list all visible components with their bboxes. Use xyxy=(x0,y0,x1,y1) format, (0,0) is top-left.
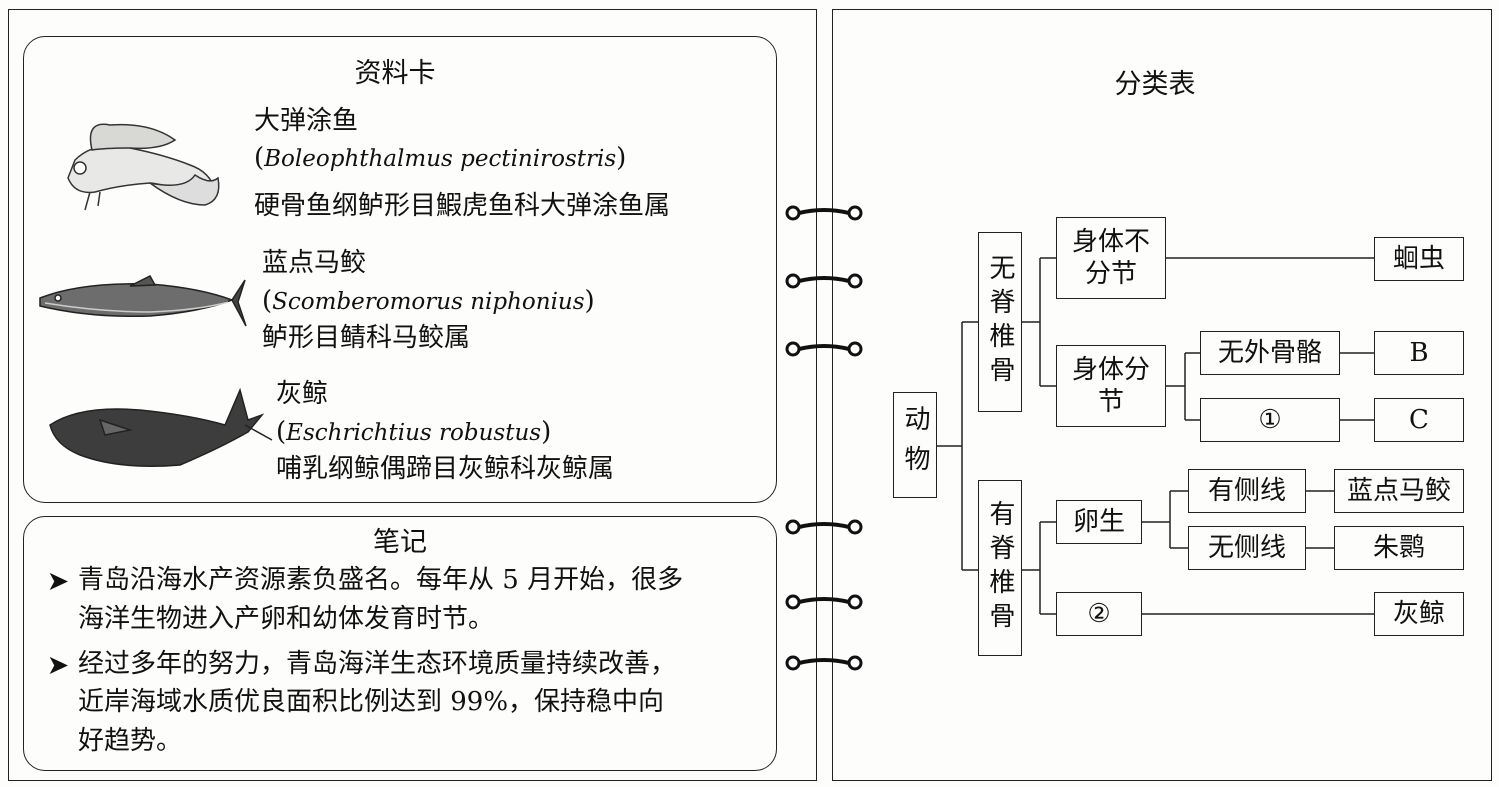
species-latin-mudskipper: (Boleophthalmus pectinirostris) xyxy=(254,143,627,173)
species-classification-mackerel: 鲈形目鲭科马鲛属 xyxy=(262,323,471,353)
species-classification-mudskipper: 硬骨鱼纲鲈形目鰕虎鱼科大弹涂鱼属 xyxy=(254,191,671,221)
node-vertebrate: 有脊椎骨 xyxy=(978,480,1022,656)
species-latin-gray-whale: (Eschrichtius robustus) xyxy=(276,417,552,447)
node-blank-2: ② xyxy=(1056,592,1142,636)
species-name-gray-whale: 灰鲸 xyxy=(276,379,329,409)
note-1-line-2: 海洋生物进入产卵和幼体发育时节。 xyxy=(78,604,495,634)
classification-table-title: 分类表 xyxy=(1114,69,1196,100)
node-has-lateral-line: 有侧线 xyxy=(1188,469,1306,513)
data-card-title: 资料卡 xyxy=(354,58,436,89)
node-animal: 动物 xyxy=(893,392,937,498)
note-2-line-2: 近岸海域水质优良面积比例达到 99%，保持稳中向 xyxy=(78,687,665,717)
leaf-roundworm: 蛔虫 xyxy=(1374,237,1464,281)
node-oviparous: 卵生 xyxy=(1056,500,1142,544)
latin-name: Eschrichtius robustus xyxy=(286,420,542,446)
node-no-exoskeleton: 无外骨骼 xyxy=(1200,331,1340,375)
bullet-icon: ➤ xyxy=(48,650,69,679)
leaf-b: B xyxy=(1374,331,1464,375)
leaf-gray-whale: 灰鲸 xyxy=(1374,592,1464,636)
latin-name: Scomberomorus niphonius xyxy=(272,289,585,315)
data-card xyxy=(23,36,777,503)
notes-card xyxy=(23,516,777,771)
node-blank-1: ① xyxy=(1200,398,1340,442)
species-classification-gray-whale: 哺乳纲鲸偶蹄目灰鲸科灰鲸属 xyxy=(276,454,615,484)
node-body-segmented: 身体分节 xyxy=(1056,345,1166,427)
note-1-line-1: 青岛沿海水产资源素负盛名。每年从 5 月开始，很多 xyxy=(78,565,684,595)
species-name-mudskipper: 大弹涂鱼 xyxy=(254,106,359,136)
species-name-mackerel: 蓝点马鲛 xyxy=(262,248,367,278)
species-latin-mackerel: (Scomberomorus niphonius) xyxy=(262,286,595,316)
note-2-line-1: 经过多年的努力，青岛海洋生态环境质量持续改善， xyxy=(78,649,677,679)
leaf-crested-ibis: 朱鹮 xyxy=(1334,526,1464,570)
notes-title: 笔记 xyxy=(373,527,427,558)
latin-name: Boleophthalmus pectinirostris xyxy=(264,146,617,172)
node-invertebrate: 无脊椎骨 xyxy=(978,232,1022,412)
note-2-line-3: 好趋势。 xyxy=(78,726,183,756)
bullet-icon: ➤ xyxy=(48,566,69,595)
leaf-mackerel: 蓝点马鲛 xyxy=(1334,469,1464,513)
node-no-lateral-line: 无侧线 xyxy=(1188,526,1306,570)
node-body-unsegmented: 身体不分节 xyxy=(1056,217,1166,299)
leaf-c: C xyxy=(1374,398,1464,442)
